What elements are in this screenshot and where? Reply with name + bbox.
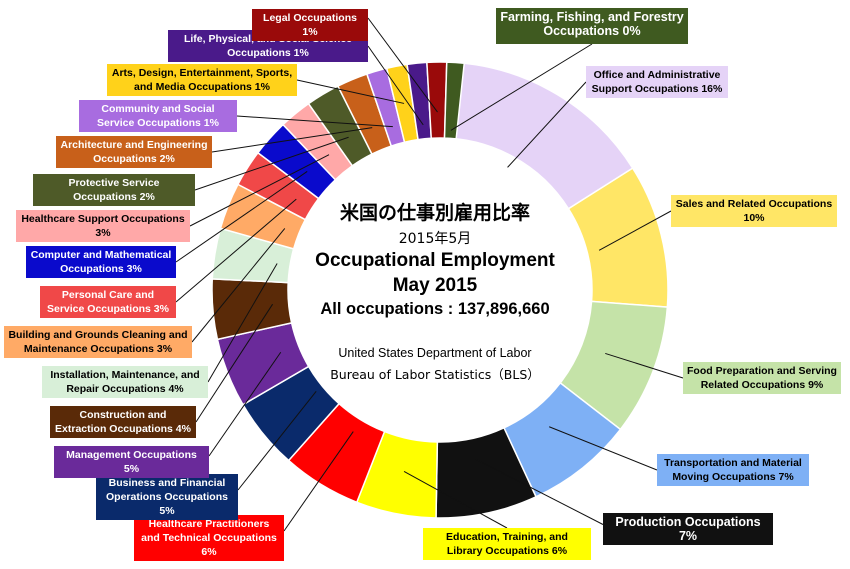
slice-label: Farming, Fishing, and Forestry Occupatio… [496,8,688,44]
leader-line [548,426,658,471]
slice-label: Healthcare Support Occupations 3% [16,210,190,242]
donut-slice [426,61,448,140]
slice-label: Community and Social Service Occupations… [79,100,237,132]
leader-line [194,136,349,191]
leader-line [367,45,424,126]
slice-label: Healthcare Practitioners and Technical O… [134,515,284,561]
leader-line [296,79,405,104]
slice-label: Sales and Related Occupations 10% [671,195,837,227]
slice-label: Architecture and Engineering Occupations… [56,136,212,168]
slice-label: Production Occupations 7% [603,513,773,545]
leader-line [175,198,297,303]
slice-label: Installation, Maintenance, and Repair Oc… [42,366,208,398]
leader-line [211,127,373,153]
chart-title-japanese: 米国の仕事別雇用比率 [339,202,530,224]
source-bureau: Bureau of Labor Statistics（BLS） [330,367,540,382]
leader-line [450,43,593,131]
slice-label: Computer and Mathematical Occupations 3% [26,246,176,278]
leader-line [236,115,393,128]
leader-line [191,228,286,343]
leader-line [598,210,672,251]
leader-line [475,458,604,525]
slice-label: Transportation and Material Moving Occup… [657,454,809,486]
leader-line [237,391,317,491]
slice-label: Business and Financial Operations Occupa… [96,474,238,520]
leader-line [367,17,438,113]
leader-line [507,81,587,168]
leader-line [403,471,508,529]
chart-title: Occupational Employment [315,250,555,271]
leader-line [195,303,274,423]
chart-date-japanese: 2015年5月 [398,231,472,247]
slice-label: Management Occupations 5% [54,446,209,478]
leader-line [605,352,684,379]
leader-line [283,431,354,532]
slice-label: Construction and Extraction Occupations … [50,406,196,438]
slice-label: Arts, Design, Entertainment, Sports, and… [107,64,297,96]
source-department: United States Department of Labor [338,346,532,360]
slice-label: Personal Care and Service Occupations 3% [40,286,176,318]
slice-label: Protective Service Occupations 2% [33,174,195,206]
chart-subtitle-date: May 2015 [392,275,478,296]
slice-label: Office and Administrative Support Occupa… [586,66,728,98]
slice-label: Education, Training, and Library Occupat… [423,528,591,560]
donut-slice [443,61,466,140]
slice-label: Food Preparation and Serving Related Occ… [683,362,841,394]
leader-line [208,351,282,457]
leader-line [207,263,278,383]
leader-line [175,171,308,263]
leader-line [189,154,330,227]
slice-label: Building and Grounds Cleaning and Mainte… [4,326,192,358]
total-employment: All occupations : 137,896,660 [320,300,550,318]
slice-label: Legal Occupations 1% [252,9,368,41]
